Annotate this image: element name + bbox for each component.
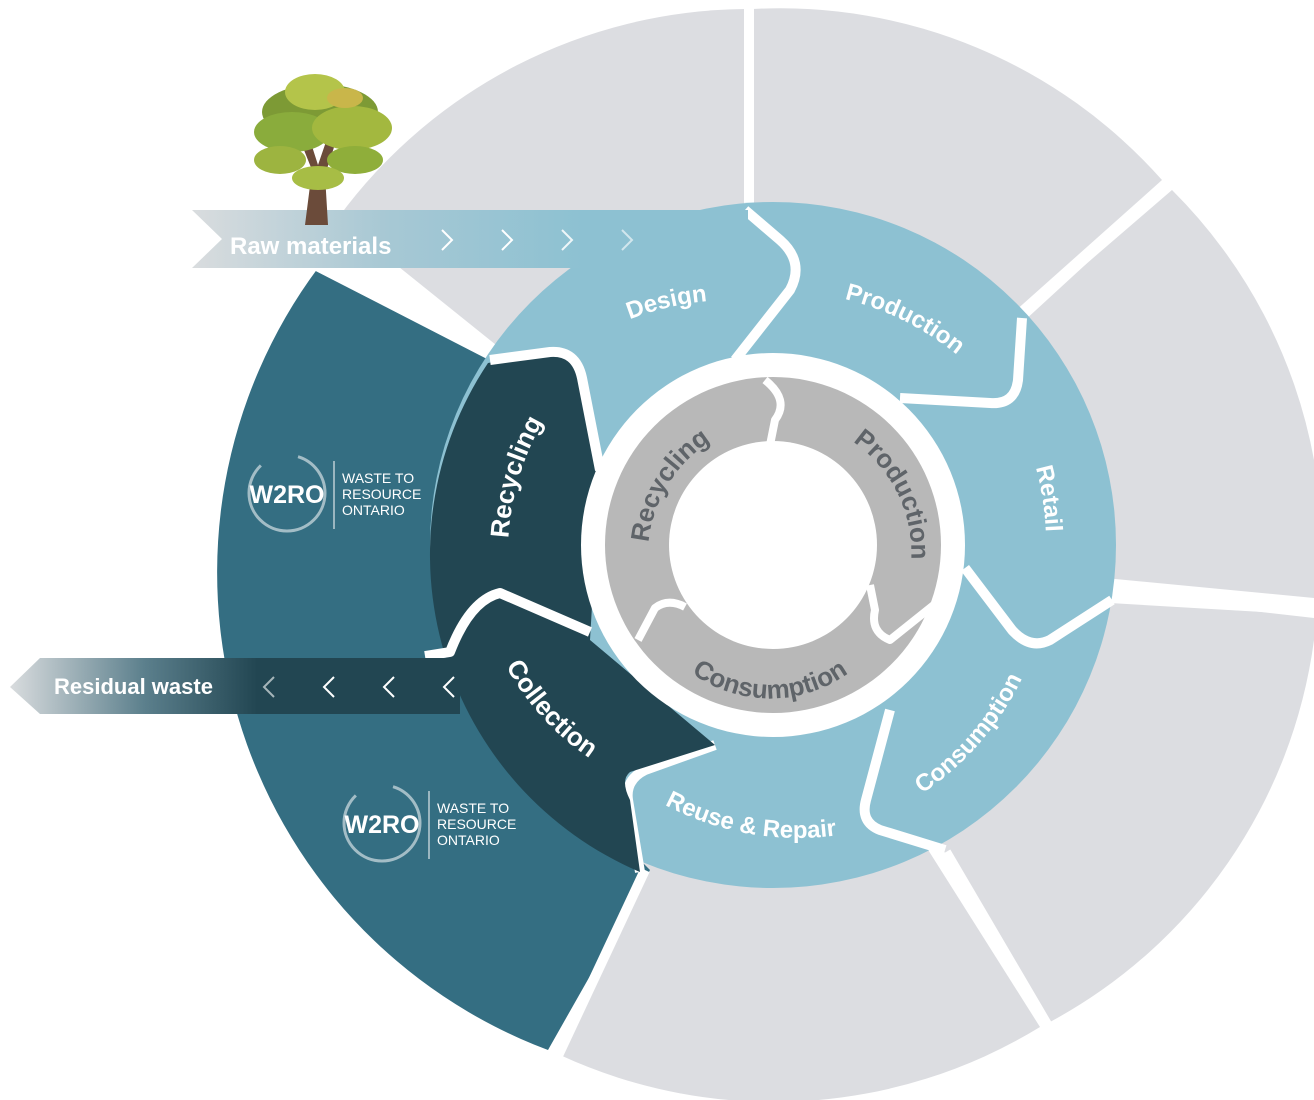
raw-materials-chevrons [441, 229, 634, 251]
inner-cycle-center [669, 441, 877, 649]
raw-materials-arrow: Raw materials [192, 210, 748, 268]
logo-line2: RESOURCE [437, 816, 516, 832]
residual-waste-chevrons [262, 676, 455, 698]
recycling-collection-divider [424, 588, 592, 661]
logo-ring-icon [247, 453, 327, 533]
residual-waste-label: Residual waste [54, 674, 213, 699]
inner-cycle-separators [634, 376, 943, 644]
logo-line2: RESOURCE [342, 486, 421, 502]
logo-mark: W2RO [250, 481, 325, 509]
logo-line3: ONTARIO [437, 832, 500, 848]
recycling-top-border [489, 346, 605, 471]
w2ro-logo: W2RO WASTE TO RESOURCE ONTARIO [247, 453, 421, 533]
outer-ring-separators [312, 0, 1314, 1065]
dark-teal-section [429, 351, 715, 872]
logo-line1: WASTE TO [342, 470, 414, 486]
logo-line1: WASTE TO [437, 800, 509, 816]
logo-line3: ONTARIO [342, 502, 405, 518]
w2ro-logo: W2RO WASTE TO RESOURCE ONTARIO [342, 783, 516, 863]
residual-waste-arrow: Residual waste [10, 658, 460, 714]
tree-icon [254, 74, 392, 225]
logo-mark: W2RO [345, 811, 420, 839]
logo-ring-icon [342, 783, 422, 863]
raw-materials-label: Raw materials [230, 233, 391, 260]
